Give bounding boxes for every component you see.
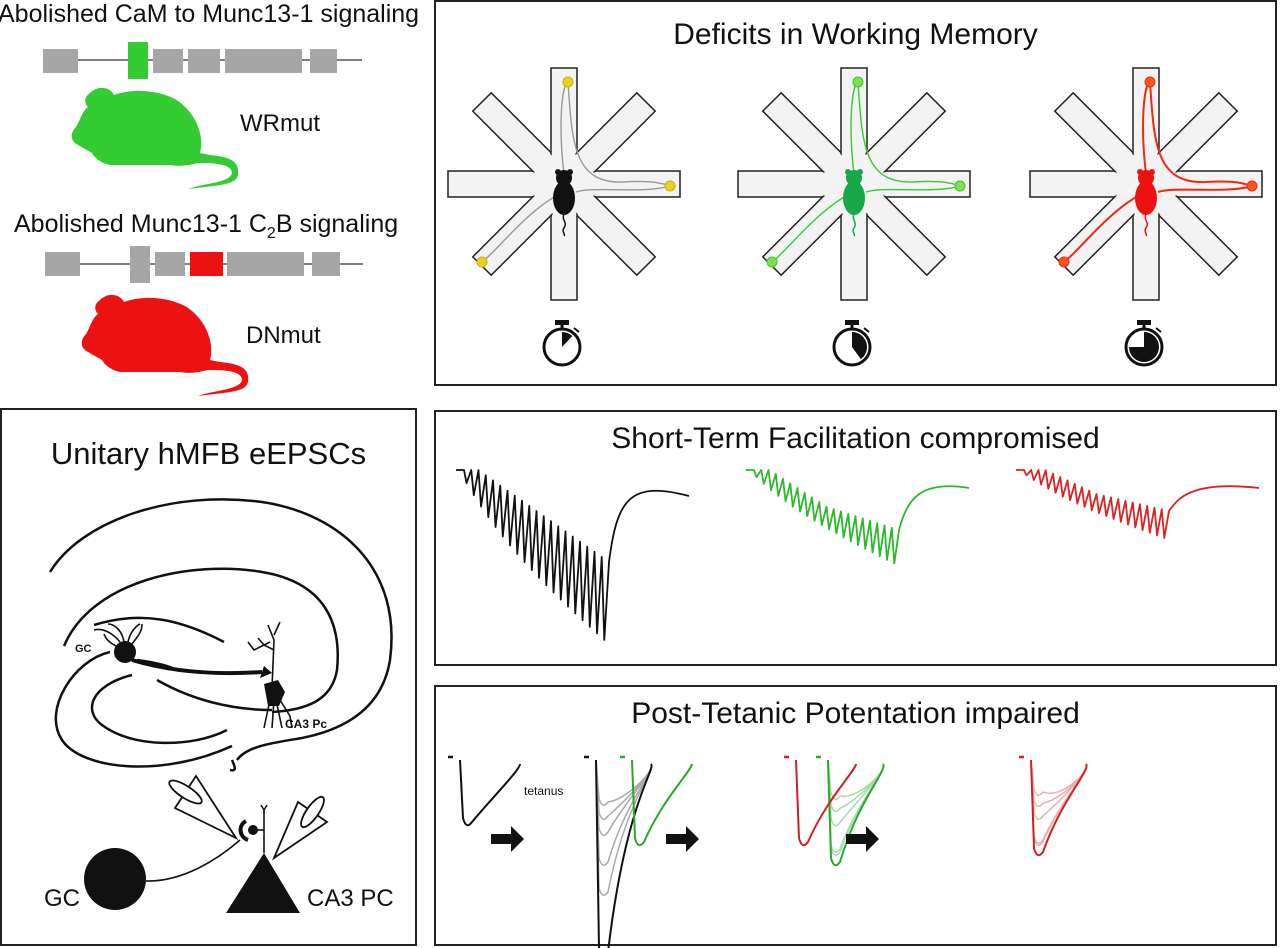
epsc-baseline-control (459, 759, 521, 827)
trajectory-path (1157, 185, 1253, 193)
reward-dot (476, 256, 488, 268)
trajectory-path (1063, 195, 1139, 263)
ca3-pc-label: CA3 PC (307, 885, 394, 912)
exon (43, 49, 78, 73)
stf-trace-wr (746, 469, 970, 565)
stopwatch-icon (1124, 320, 1164, 367)
ptp-traces (448, 755, 1088, 948)
stopwatch-fill (1129, 332, 1159, 362)
trajectory-path (771, 195, 847, 263)
exon-mutated (190, 252, 223, 276)
stopwatch-icon (832, 320, 872, 367)
stopwatch-fill (852, 332, 867, 360)
reward-dot (766, 256, 778, 268)
exon (45, 252, 80, 276)
stf-traces (456, 469, 1260, 641)
stopwatch-fill (562, 332, 573, 347)
exon (153, 49, 183, 73)
exon (155, 252, 185, 276)
epsc-post-light (1030, 759, 1088, 796)
stf-trace-dn (1016, 469, 1260, 539)
working-memory-panel: Deficits in Working Memory (434, 0, 1277, 386)
gc-label: GC (44, 885, 80, 912)
epsc-baseline-dn (795, 759, 857, 847)
dn-gene-diagram (45, 246, 363, 283)
gc-small-label: GC (75, 643, 92, 655)
reward-dot (1144, 76, 1156, 88)
stopwatch-icon (542, 320, 582, 367)
mouse-icon (843, 181, 865, 215)
unitary-title: Unitary hMFB eEPSCs (50, 436, 367, 471)
exon (225, 49, 302, 73)
exon (310, 49, 337, 73)
reward-dot (1246, 180, 1258, 192)
tetanus-arrow-icon (846, 826, 879, 852)
epsc-post-wr (827, 759, 885, 867)
epsc-post-light (595, 759, 653, 836)
dn-heading: Abolished Munc13-1 C2B signaling (14, 210, 399, 242)
dn-mouse-label: DNmut (246, 322, 321, 349)
radial-maze-control (447, 67, 681, 367)
hippocampus-diagram (48, 498, 393, 913)
reward-dot (1058, 256, 1070, 268)
wr-gene-diagram (43, 42, 362, 79)
reward-dot (852, 76, 864, 88)
mouse-icon (1135, 181, 1157, 215)
mouse-icon (553, 181, 575, 215)
exon (227, 252, 304, 276)
tetanus-arrow-icon (491, 826, 524, 852)
radial-maze-row (447, 67, 1263, 367)
trajectory-path (575, 185, 671, 193)
stf-trace-control (456, 469, 690, 641)
reward-dot (664, 180, 676, 192)
reward-dot (954, 180, 966, 192)
radial-maze-dn (1029, 67, 1263, 367)
trajectory-path (857, 81, 961, 187)
trajectory-path (865, 185, 961, 193)
trajectory-path (567, 81, 671, 187)
ptp-title: Post-Tetanic Potentation impaired (631, 697, 1080, 730)
reward-dot (562, 76, 574, 88)
radial-maze-wr (737, 67, 971, 367)
exon (188, 49, 220, 73)
exon-mutated (128, 42, 148, 79)
unitary-panel: Unitary hMFB eEPSCs (0, 408, 417, 946)
epsc-post-light (595, 759, 653, 866)
tetanus-label: tetanus (524, 784, 564, 798)
wr-mouse-label: WRmut (240, 110, 320, 137)
stf-title: Short-Term Facilitation compromised (611, 422, 1100, 455)
epsc-post-control (595, 759, 653, 948)
ptp-panel: Post-Tetanic Potentation impaired tetanu… (434, 685, 1277, 948)
exon (130, 246, 150, 283)
exon (312, 252, 340, 276)
working-memory-title: Deficits in Working Memory (673, 18, 1038, 51)
epsc-post-dn (1030, 759, 1088, 857)
trajectory-path (481, 195, 557, 263)
dn-mouse-icon (81, 294, 249, 396)
ca3-small-label: CA3 Pc (285, 717, 328, 731)
wr-mouse-icon (71, 87, 239, 189)
wr-heading: Abolished CaM to Munc13-1 signaling (0, 0, 420, 28)
epsc-baseline-wr (631, 759, 693, 847)
trajectory-path (1149, 81, 1253, 187)
tetanus-arrow-icon (666, 826, 699, 852)
stf-panel: Short-Term Facilitation compromised (434, 410, 1277, 666)
epsc-post-light (1030, 759, 1088, 846)
